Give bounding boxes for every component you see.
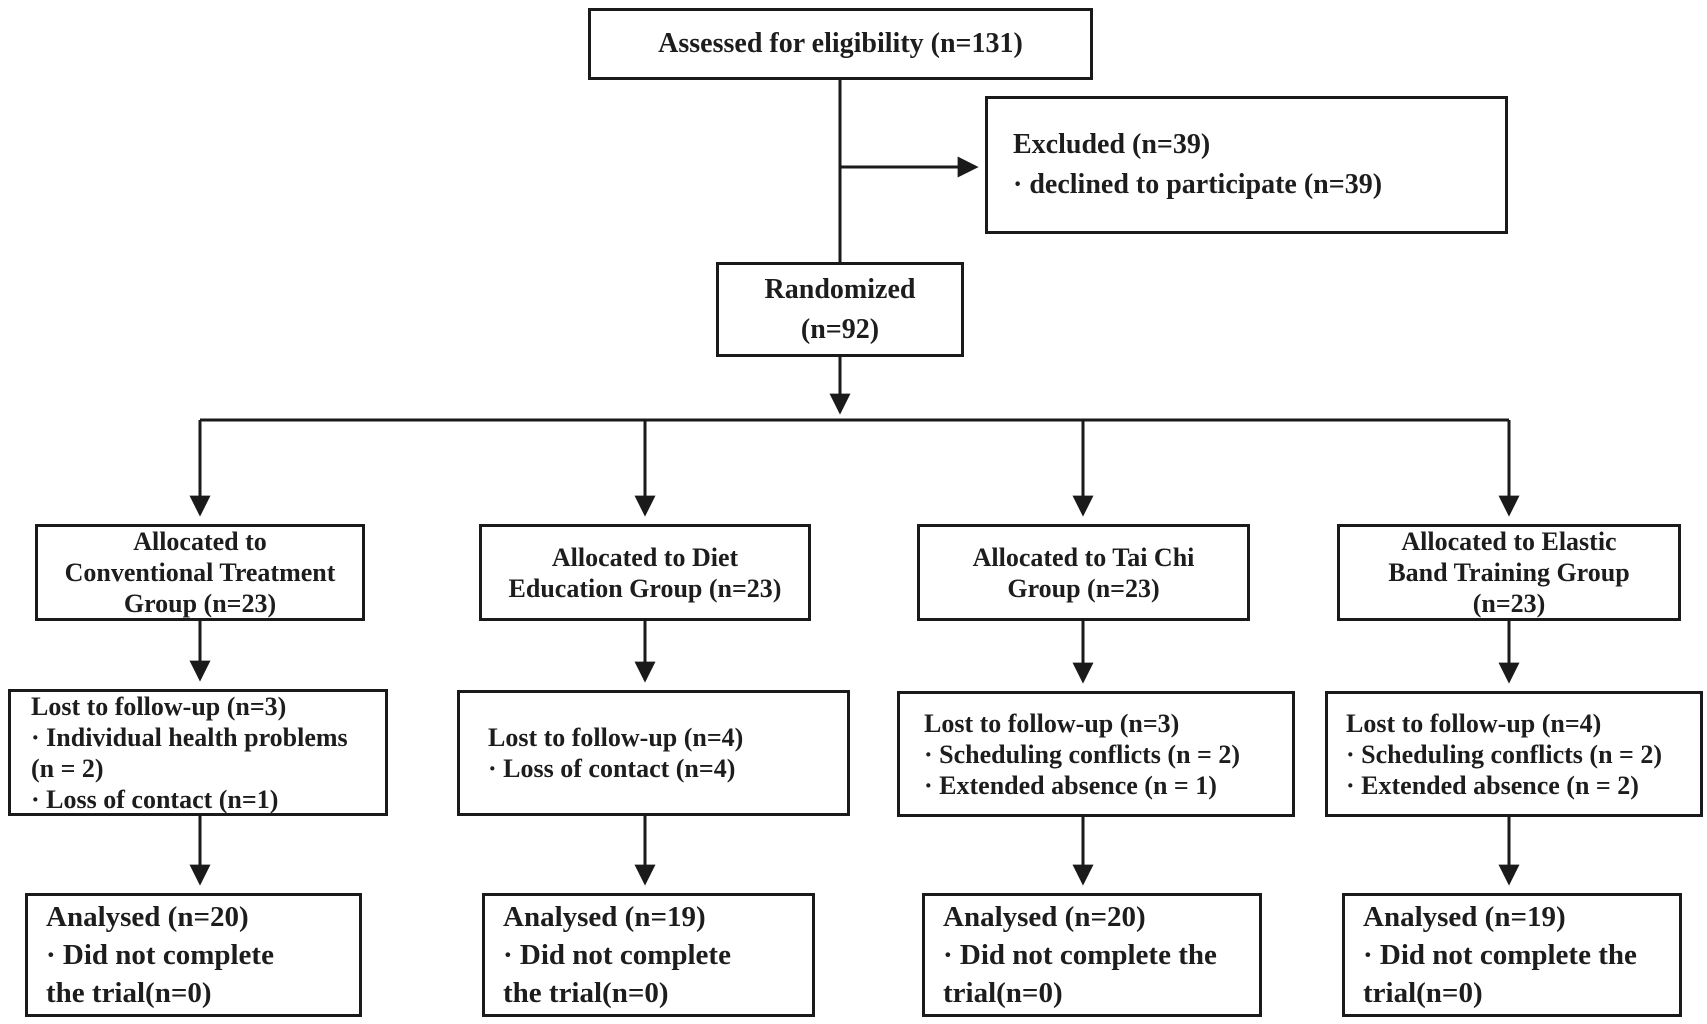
node-text-line: · Loss of contact (n=4): [488, 754, 736, 783]
node-text-line: Allocated to: [133, 527, 267, 556]
node-analysed-tai-chi: Analysed (n=20) · Did not complete the t…: [922, 893, 1262, 1017]
node-text-line: (n = 2): [31, 753, 104, 783]
node-text-line: · Individual health problems: [31, 722, 348, 752]
node-analysed-diet-education: Analysed (n=19) · Did not complete the t…: [482, 893, 815, 1017]
node-text-line: the trial(n=0): [503, 977, 669, 1009]
node-excluded: Excluded (n=39) · declined to participat…: [985, 96, 1508, 234]
node-text-line: Group (n=23): [1007, 573, 1160, 603]
node-assessed-for-eligibility: Assessed for eligibility (n=131): [588, 8, 1093, 80]
node-allocated-diet-education: Allocated to Diet Education Group (n=23): [479, 524, 811, 621]
node-text-line: Assessed for eligibility (n=131): [658, 28, 1023, 59]
node-text-line: (n=23): [1472, 589, 1546, 618]
node-lost-to-follow-up-diet-education: Lost to follow-up (n=4) · Loss of contac…: [457, 690, 850, 816]
node-text-line: Education Group (n=23): [508, 573, 782, 603]
node-text-line: · Did not complete the: [943, 939, 1217, 971]
node-text-line: Analysed (n=19): [503, 901, 706, 933]
node-text-line: · Extended absence (n = 2): [1346, 770, 1639, 800]
node-text-line: Analysed (n=20): [46, 901, 249, 933]
node-text-line: Lost to follow-up (n=4): [488, 723, 744, 752]
node-text-line: trial(n=0): [943, 977, 1063, 1009]
node-text-line: · Did not complete the: [1363, 939, 1637, 971]
node-text-line: · Loss of contact (n=1): [31, 784, 279, 814]
node-allocated-tai-chi: Allocated to Tai Chi Group (n=23): [917, 524, 1250, 621]
node-text-line: trial(n=0): [1363, 977, 1483, 1009]
node-allocated-elastic-band-training: Allocated to Elastic Band Training Group…: [1337, 524, 1681, 621]
node-text-line: Group (n=23): [123, 589, 277, 618]
node-text-line: · Did not complete: [503, 939, 731, 971]
node-lost-to-follow-up-tai-chi: Lost to follow-up (n=3) · Scheduling con…: [897, 691, 1295, 817]
node-text-line: Randomized: [764, 273, 916, 305]
node-text-line: the trial(n=0): [46, 977, 212, 1009]
node-analysed-conventional: Analysed (n=20) · Did not complete the t…: [25, 893, 362, 1017]
node-text-line: Allocated to Tai Chi: [972, 542, 1195, 572]
node-text-line: · Did not complete: [46, 939, 274, 971]
node-text-line: · Extended absence (n = 1): [924, 770, 1217, 800]
node-text-line: Analysed (n=19): [1363, 901, 1566, 933]
node-text-line: · Scheduling conflicts (n = 2): [924, 739, 1241, 769]
node-text-line: (n=92): [800, 313, 880, 345]
node-text-line: Excluded (n=39): [1013, 129, 1211, 160]
node-text-line: · declined to participate (n=39): [1013, 169, 1383, 200]
node-text-line: Conventional Treatment: [64, 558, 336, 587]
node-allocated-conventional-treatment: Allocated to Conventional Treatment Grou…: [35, 524, 365, 621]
node-text-line: Lost to follow-up (n=3): [31, 691, 287, 721]
node-text-line: · Scheduling conflicts (n = 2): [1346, 739, 1663, 769]
node-text-line: Band Training Group: [1388, 558, 1630, 587]
node-randomized: Randomized (n=92): [716, 262, 964, 357]
node-text-line: Allocated to Diet: [551, 542, 739, 572]
node-text-line: Analysed (n=20): [943, 901, 1146, 933]
node-text-line: Lost to follow-up (n=3): [924, 708, 1180, 738]
node-text-line: Allocated to Elastic: [1401, 527, 1617, 556]
node-lost-to-follow-up-conventional: Lost to follow-up (n=3) · Individual hea…: [8, 689, 388, 816]
node-text-line: Lost to follow-up (n=4): [1346, 708, 1602, 738]
node-analysed-elastic-band: Analysed (n=19) · Did not complete the t…: [1342, 893, 1682, 1017]
node-lost-to-follow-up-elastic-band: Lost to follow-up (n=4) · Scheduling con…: [1325, 691, 1703, 817]
